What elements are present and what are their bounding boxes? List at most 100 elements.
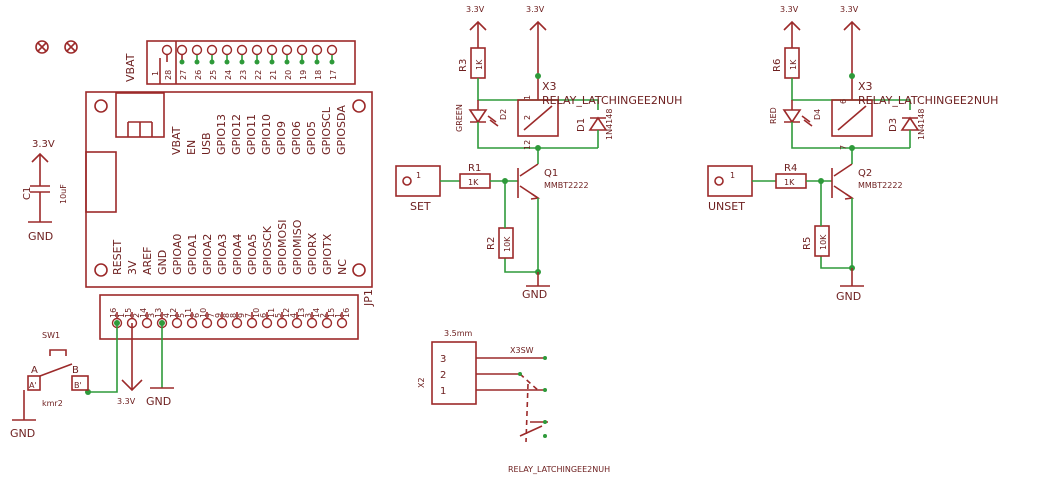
board-pin-label: GPIOA1: [186, 234, 199, 275]
board-pin-label: GPIO11: [245, 114, 258, 155]
board-pin-label: GND: [156, 250, 169, 275]
x3-unset-label: X3: [858, 80, 873, 93]
jp1-label: JP1: [362, 289, 375, 307]
header-pin-number: 21: [269, 70, 278, 80]
r2-label: R2: [486, 237, 497, 250]
x2-connector: [431, 341, 548, 443]
jp1-pin-number-alt: 11: [267, 308, 276, 318]
d3-label: D3: [888, 118, 899, 132]
header-pin-number: 26: [194, 70, 203, 80]
header-pin: [281, 44, 293, 56]
unset-led-supply: 3.3V: [780, 5, 799, 14]
board-pin-label: GPIOSCL: [320, 106, 333, 155]
jp1-pin-number: 11: [184, 308, 193, 318]
set-gnd-label: GND: [522, 288, 547, 301]
r3-label: R3: [458, 59, 469, 72]
x2-pin1: 1: [440, 386, 446, 397]
jp1-pin-number-alt: 15: [327, 308, 336, 318]
header-pin-junction: [239, 59, 245, 65]
switch-nets: [85, 320, 174, 395]
r2-value: 10K: [503, 236, 512, 252]
board-pin-label: USB: [200, 132, 213, 155]
q1-model: MMBT2222: [544, 181, 589, 190]
switch-sw1: [12, 349, 89, 421]
header-pin: [161, 44, 173, 56]
board-pin-label: GPIOA4: [231, 234, 244, 275]
x3sw-label: X3SW: [510, 346, 534, 355]
jp1-pin-number-alt: 10: [252, 308, 261, 318]
relay-switch-label: RELAY_LATCHINGEE2NUH: [508, 465, 610, 474]
marker-icon: [35, 40, 78, 54]
board-pin-label: 3V: [126, 260, 139, 275]
sw1-gnd-label: GND: [10, 427, 35, 440]
r4-value: 1K: [784, 178, 795, 187]
r5-label: R5: [802, 237, 813, 250]
board-pin-label: GPIORX: [306, 232, 319, 275]
red-led-label: RED: [769, 107, 778, 124]
x3-set-label: X3: [542, 80, 557, 93]
jp1-pin-number: 3: [304, 313, 313, 318]
header-pin: [221, 44, 233, 56]
top-header: [146, 40, 356, 85]
x2-pitch: 3.5mm: [444, 329, 473, 338]
vbat-header-label: VBAT: [124, 53, 137, 82]
jp1-pin-number-alt: 3: [147, 313, 156, 318]
jp1-pin: [216, 317, 228, 329]
jp1-pin-number: 15: [124, 308, 133, 318]
jp1-pin-number: 12: [169, 308, 178, 318]
header-pin-number: 18: [314, 70, 323, 80]
jp1-pin: [171, 317, 183, 329]
green-led-label: GREEN: [455, 104, 464, 132]
q2-label: Q2: [858, 168, 872, 179]
jp1-pin: [276, 317, 288, 329]
unset-relay-supply: 3.3V: [840, 5, 859, 14]
jp1-pin-number: 10: [199, 308, 208, 318]
header-pin-number: 17: [329, 70, 338, 80]
jp1-pin-number: 16: [109, 308, 118, 318]
header-pin-number: 23: [239, 70, 248, 80]
header-pin: [176, 44, 188, 56]
sw1-label: SW1: [42, 331, 60, 340]
header-pin-junction: [224, 59, 230, 65]
header-pin-number: 22: [254, 70, 263, 80]
header-pin-junction: [299, 59, 305, 65]
board-pin-label: GPIOA5: [246, 234, 259, 275]
jp1-pin: [246, 317, 258, 329]
r4-label: R4: [784, 163, 797, 174]
header-pin-number: 19: [299, 70, 308, 80]
r6-label: R6: [772, 59, 783, 72]
jp1-pin: [321, 317, 333, 329]
q2-model: MMBT2222: [858, 181, 903, 190]
header-pin-junction: [254, 59, 260, 65]
unset-circuit: [707, 20, 920, 287]
switch-gnd-label: GND: [146, 395, 171, 408]
header-pin: [326, 44, 338, 56]
jp1-pin-number-alt: 13: [297, 308, 306, 318]
relay-set-coil2: 2: [523, 115, 532, 120]
set-pin-number: 1: [416, 171, 421, 180]
board-pin-label: GPIOMISO: [291, 219, 304, 275]
header-pin-number: 28: [164, 70, 173, 80]
board-pin-label: GPIO9: [275, 121, 288, 155]
header-pin-number: 24: [224, 70, 233, 80]
c1-label: C1: [22, 187, 33, 200]
board-pin-label: EN: [185, 140, 198, 155]
jp1-pin-number: 5: [274, 313, 283, 318]
header-pin-junction: [314, 59, 320, 65]
board-pin-label: GPIOSDA: [335, 105, 348, 155]
jp1-pin-number-alt: 2: [132, 313, 141, 318]
header-pin: [296, 44, 308, 56]
sw1-b-label: B: [72, 365, 79, 376]
c1-supply-label: 3.3V: [32, 139, 55, 150]
r1-value: 1K: [468, 178, 479, 187]
jp1-pin-number-alt: 4: [162, 313, 171, 318]
relay-unset-coil6: 6: [839, 99, 848, 104]
header-pin: [236, 44, 248, 56]
x2-label: X2: [417, 377, 426, 388]
jp1-pin: [306, 317, 318, 329]
jp1-pin-number-alt: 7: [207, 313, 216, 318]
relay-set-coil12: 12: [523, 140, 532, 150]
jp1-pin-number: 8: [229, 313, 238, 318]
c1-value: 10uF: [59, 184, 68, 204]
vbat-pin-number: 1: [151, 71, 160, 76]
